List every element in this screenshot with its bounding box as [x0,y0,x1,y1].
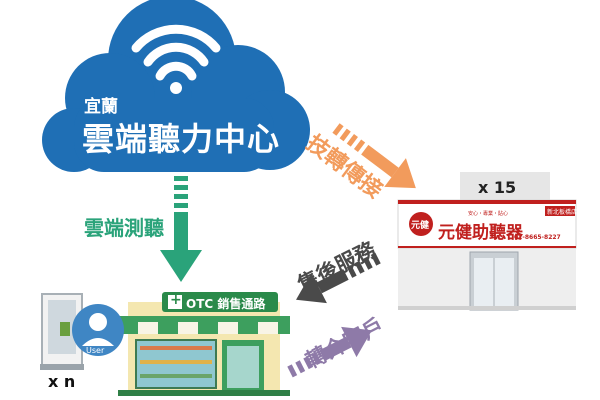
otc-sign: OTC 銷售通路 [186,297,266,311]
user-label: User [86,346,105,355]
user-avatar [72,304,124,356]
store-tagline: 安心・專業・貼心 [468,211,509,217]
store-brand: 元健助聽器 [438,223,523,243]
cloud-title: 雲端聽力中心 [82,120,281,158]
cloud-shape [42,0,310,172]
otc-shop [118,292,290,396]
hearing-booth [40,293,84,370]
referral-arrow [287,326,372,378]
store-branch: 新北板橋店 [547,209,578,216]
cloud-test-arrow [160,176,202,282]
tech-support-arrow [332,123,416,189]
cloud-subtitle: 宜蘭 [84,97,118,117]
after-sales-arrow [296,252,381,304]
cloud-test-label: 雲端測聽 [84,216,164,240]
otc-plus-icon: + [170,292,182,308]
wifi-icon [131,24,221,94]
hearing-aid-store [397,172,577,311]
store-phone: 02-8665-8227 [514,234,561,241]
store-logo-mark: 元健 [411,221,430,231]
booth-count: x n [48,372,76,391]
store-count: x 15 [478,178,517,197]
